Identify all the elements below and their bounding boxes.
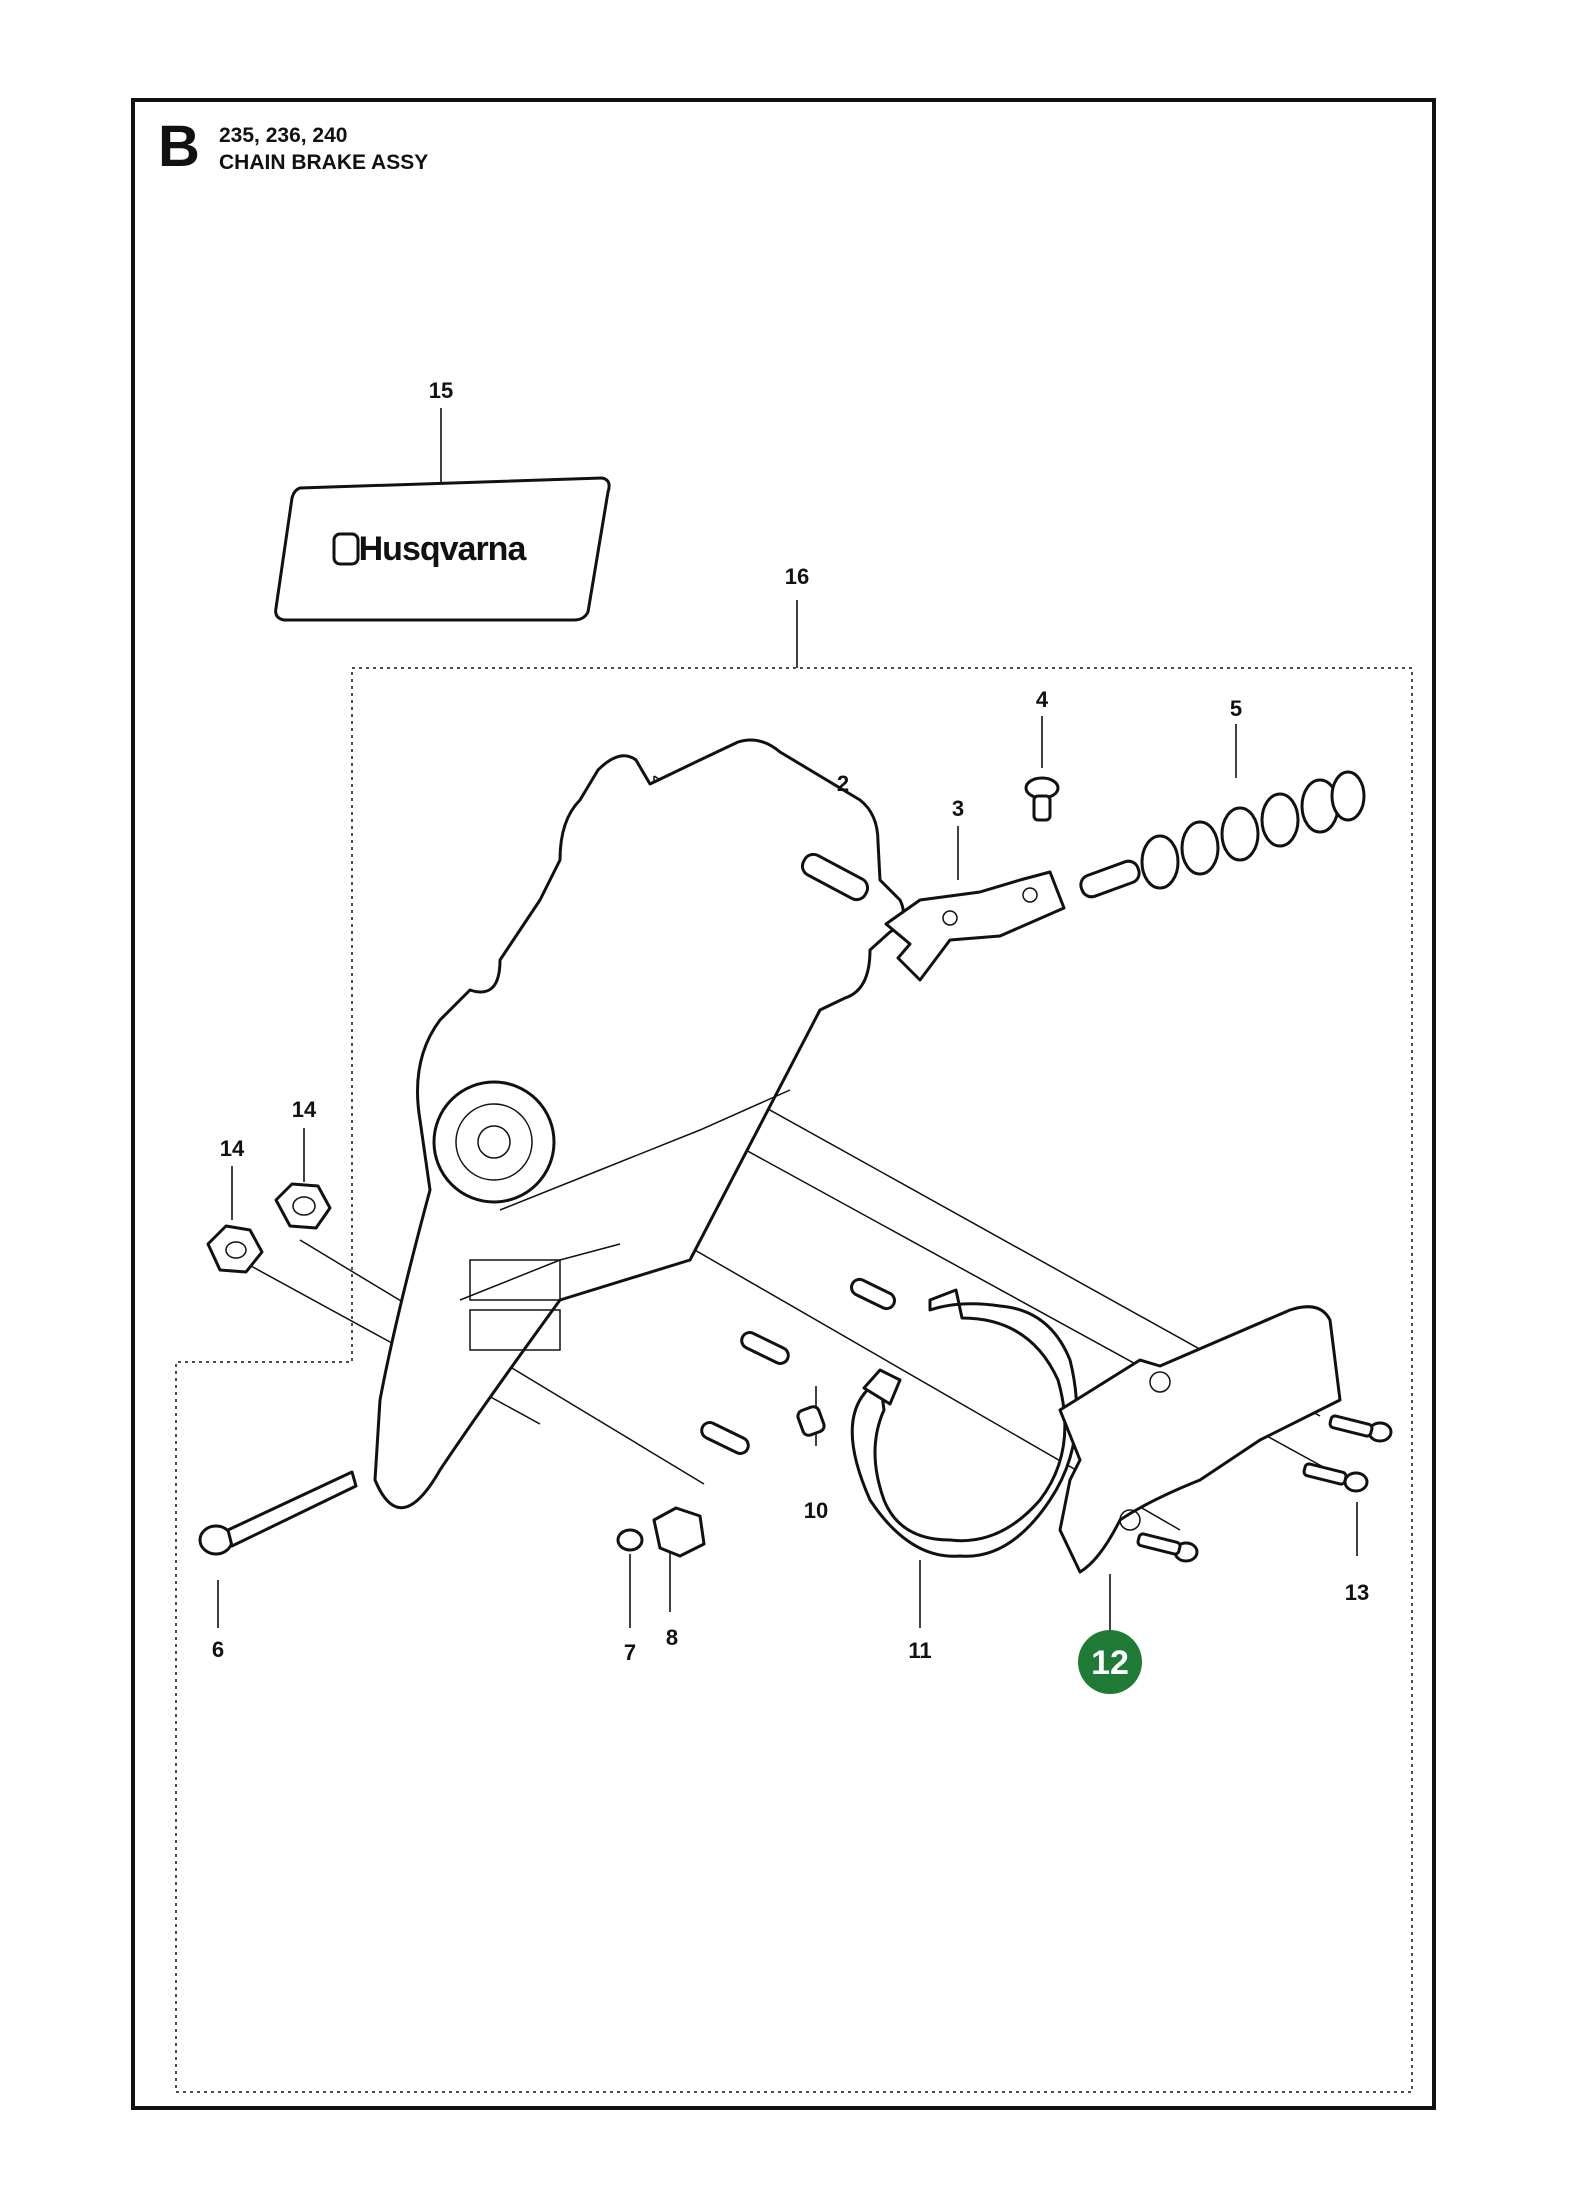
pin-housing-a <box>850 1277 896 1311</box>
callout-16: 16 <box>785 564 809 589</box>
holder-8 <box>652 1506 706 1558</box>
brake-cover-12 <box>1058 1305 1342 1574</box>
decal-15 <box>274 476 611 622</box>
washer-7 <box>616 1528 644 1552</box>
brake-lever-3 <box>884 870 1066 982</box>
callout-11: 11 <box>908 1638 931 1663</box>
brake-band-11 <box>850 1288 1079 1558</box>
callout-13: 13 <box>1345 1580 1369 1605</box>
assembly-title: CHAIN BRAKE ASSY <box>219 151 429 174</box>
assembly-16-boundary <box>175 667 1413 2093</box>
pin-housing-c <box>700 1421 750 1455</box>
highlight-badge-12 <box>1078 1630 1142 1694</box>
screw-13c <box>1136 1532 1199 1563</box>
callout-3: 3 <box>952 796 964 821</box>
screw-13a <box>1328 1414 1393 1443</box>
callout-15: 15 <box>429 378 453 403</box>
section-letter: B <box>158 114 200 179</box>
callout-8: 8 <box>666 1625 678 1650</box>
callout-6: 6 <box>212 1637 224 1662</box>
clutch-bearing <box>432 1080 556 1204</box>
nut-14b <box>274 1182 332 1230</box>
spring-5 <box>1140 770 1366 890</box>
callout-10: 10 <box>804 1498 828 1523</box>
screw-13b <box>1302 1462 1369 1493</box>
callout-4: 4 <box>1036 687 1049 712</box>
callout-14a: 14 <box>292 1097 317 1122</box>
callout-14b: 14 <box>220 1136 245 1161</box>
decal-brand-text: Husqvarna <box>359 530 528 568</box>
callout-2: 2 <box>837 771 849 796</box>
husqvarna-crown-icon <box>332 532 360 566</box>
pin-10 <box>796 1405 826 1437</box>
pin-2 <box>800 852 870 902</box>
nut-14a <box>206 1224 264 1274</box>
model-numbers: 235, 236, 240 <box>219 124 348 147</box>
bolt-6 <box>198 1470 358 1556</box>
callout-7: 7 <box>624 1640 636 1665</box>
callout-5: 5 <box>1230 696 1242 721</box>
highlight-label-12: 12 <box>1091 1644 1129 1682</box>
diagram-frame <box>131 98 1436 2110</box>
brake-housing <box>373 738 905 1510</box>
pin-housing-b <box>740 1331 790 1365</box>
